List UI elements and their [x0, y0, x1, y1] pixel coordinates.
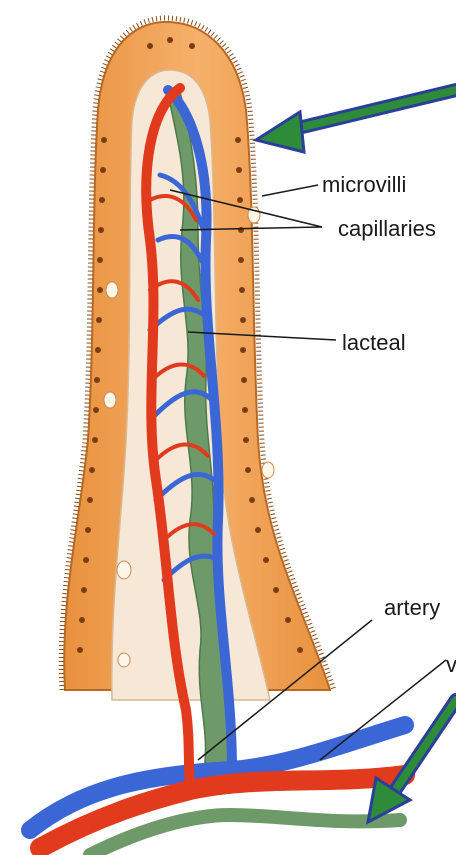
arrow-top [256, 90, 456, 152]
label-microvilli: microvilli [322, 172, 406, 197]
arrow-bottom [368, 700, 456, 822]
lacteal-base [90, 815, 400, 855]
label-artery: artery [384, 595, 440, 620]
label-vein: v [446, 652, 456, 677]
label-capillaries: capillaries [338, 216, 436, 241]
label-lacteal: lacteal [342, 330, 406, 355]
